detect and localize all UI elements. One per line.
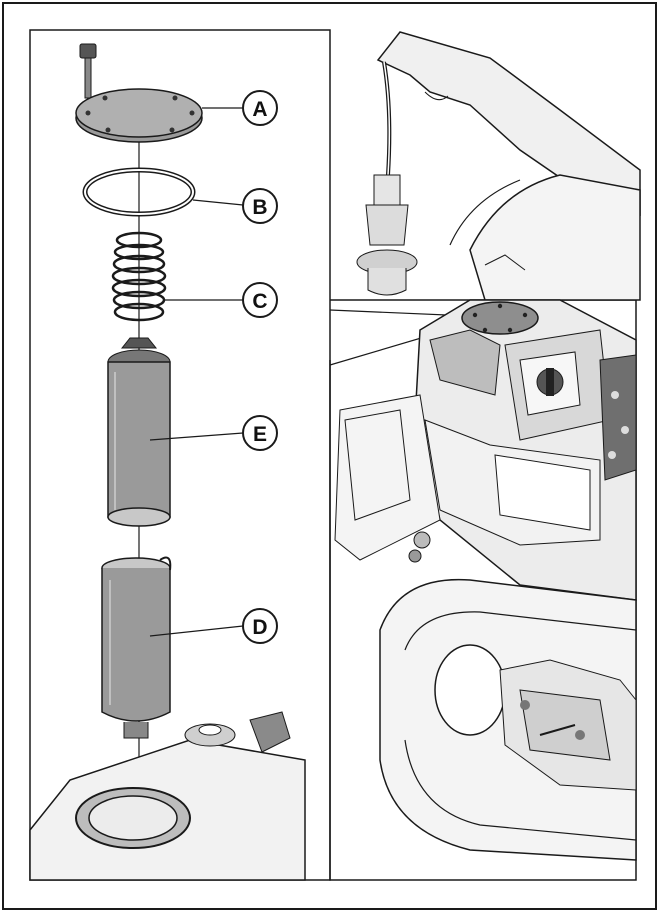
filter-element-part <box>107 337 171 527</box>
callout-label-a: A <box>252 98 267 121</box>
callout-d: D <box>242 608 278 644</box>
spring-part <box>111 231 167 322</box>
callout-leader-b <box>192 199 244 206</box>
track-assembly <box>379 578 637 861</box>
tank-part <box>29 711 306 881</box>
bolt-part <box>79 43 97 99</box>
cover-plate-part <box>75 88 203 143</box>
callout-label-c: C <box>252 290 267 313</box>
callout-label-d: D <box>252 616 267 639</box>
callout-leader-d <box>149 625 244 637</box>
machine-upper <box>449 174 641 301</box>
callout-c: C <box>242 282 278 318</box>
callout-a: A <box>242 90 278 126</box>
callout-label-b: B <box>252 196 267 219</box>
callout-e: E <box>242 415 278 451</box>
machine-detail <box>334 299 637 601</box>
o-ring-part <box>82 167 196 217</box>
callout-leader-e <box>149 432 244 441</box>
filter-housing-part <box>101 556 172 739</box>
callout-label-e: E <box>253 423 267 446</box>
callout-b: B <box>242 188 278 224</box>
